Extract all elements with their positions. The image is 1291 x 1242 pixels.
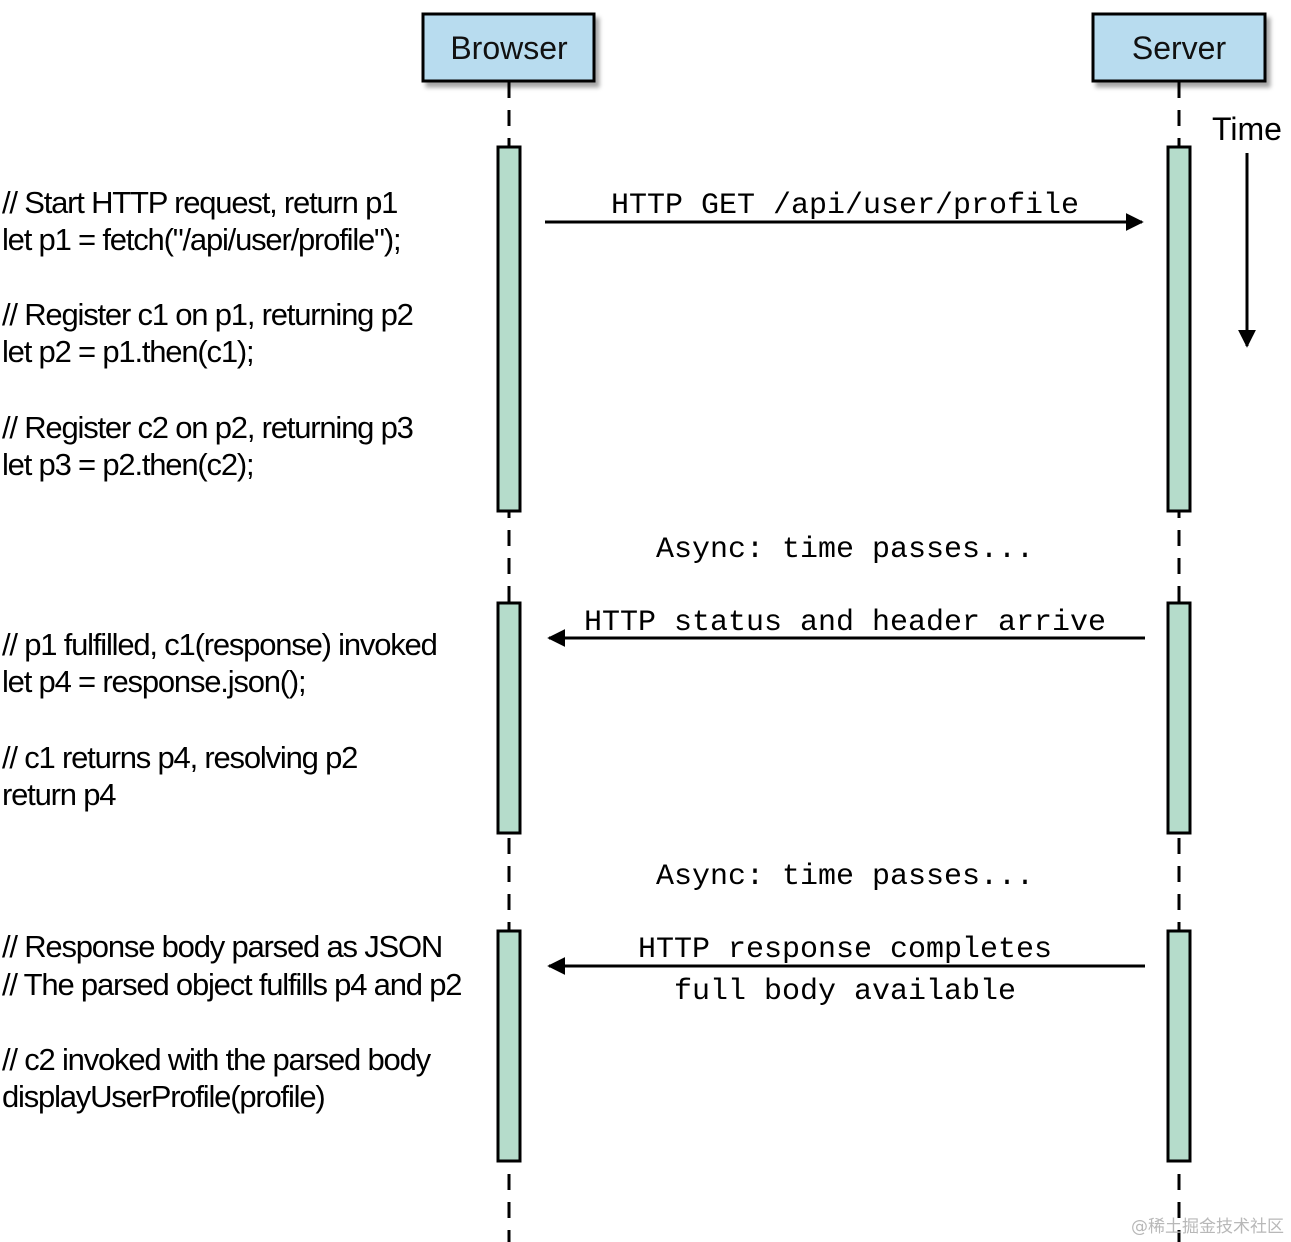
note-block-3: // Response body parsed as JSON // The p… [2, 929, 462, 1114]
browser-activation-3 [496, 929, 522, 1163]
note-line: // Response body parsed as JSON [2, 929, 442, 964]
note-block-2: // p1 fulfilled, c1(response) invoked le… [2, 627, 438, 812]
note-line: // Register c2 on p2, returning p3 [2, 410, 413, 445]
note-line: return p4 [2, 777, 116, 812]
note-line: // The parsed object fulfills p4 and p2 [2, 967, 461, 1002]
note-line: // Start HTTP request, return p1 [2, 185, 397, 220]
async-label-2: Async: time passes... [656, 860, 1034, 894]
server-activation-3 [1166, 929, 1192, 1163]
note-line: // c2 invoked with the parsed body [2, 1042, 432, 1077]
note-line: // c1 returns p4, resolving p2 [2, 740, 357, 775]
browser-actor-box [421, 12, 596, 83]
note-line: let p3 = p2.then(c2); [2, 447, 253, 482]
note-line: let p2 = p1.then(c1); [2, 334, 253, 369]
note-line: // p1 fulfilled, c1(response) invoked [2, 627, 437, 662]
browser-activation-1 [496, 145, 522, 513]
browser-actor-label: Browser [450, 30, 568, 66]
browser-actor: Browser [421, 12, 596, 83]
server-activation-2 [1166, 601, 1192, 835]
note-line: let p1 = fetch("/api/user/profile"); [2, 222, 400, 257]
server-actor-label: Server [1132, 30, 1227, 66]
complete-message-line1: HTTP response completes [638, 933, 1052, 967]
request-message-label: HTTP GET /api/user/profile [611, 189, 1079, 223]
watermark: @稀土掘金技术社区 [1131, 1217, 1284, 1237]
server-activation-1 [1166, 145, 1192, 513]
note-line: let p4 = response.json(); [2, 664, 305, 699]
complete-message-line2: full body available [674, 975, 1016, 1009]
async-label-1: Async: time passes... [656, 533, 1034, 567]
server-actor-box [1091, 12, 1267, 83]
note-line: // Register c1 on p1, returning p2 [2, 297, 413, 332]
browser-activation-2 [496, 601, 522, 835]
headers-message-label: HTTP status and header arrive [584, 606, 1106, 640]
note-block-1: // Start HTTP request, return p1 let p1 … [2, 185, 414, 482]
server-actor: Server [1091, 12, 1267, 83]
note-line: displayUserProfile(profile) [2, 1079, 325, 1114]
time-label: Time [1212, 111, 1282, 147]
